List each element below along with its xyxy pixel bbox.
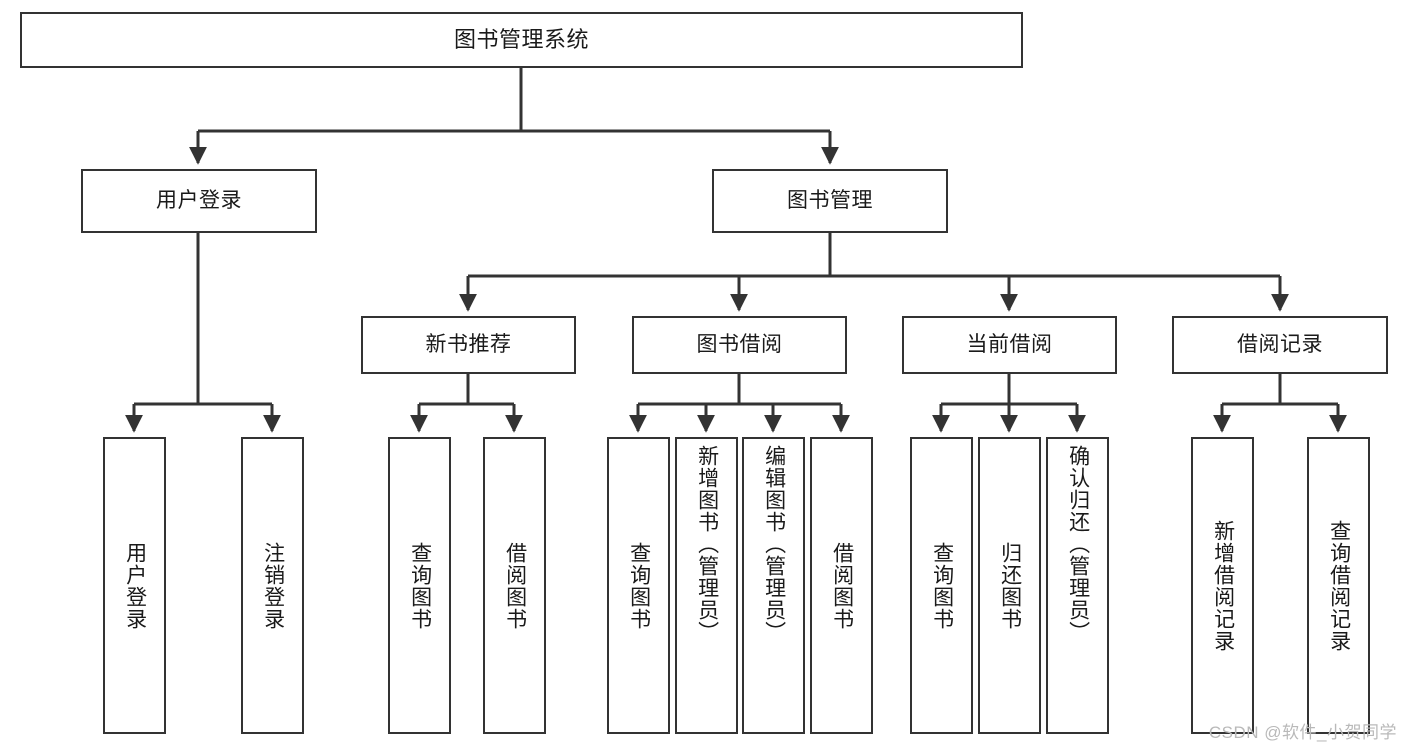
node-label: 归还图书	[998, 541, 1022, 630]
node-new-book-recommend[interactable]: 新书推荐	[361, 316, 576, 374]
node-label: 查询图书	[627, 541, 651, 630]
csdn-watermark: CSDN @软件_小贺同学	[1208, 723, 1397, 742]
node-label: 注销登录	[261, 541, 285, 630]
node-label: 借阅图书	[503, 541, 527, 630]
leaf-confirm-return-admin[interactable]: 确认归还（管理员）	[1046, 437, 1109, 734]
node-book-borrow[interactable]: 图书借阅	[632, 316, 847, 374]
leaf-borrow-book-borrow[interactable]: 借阅图书	[810, 437, 873, 734]
leaf-query-book-new-recommend[interactable]: 查询图书	[388, 437, 451, 734]
node-label: 当前借阅	[966, 332, 1053, 356]
node-label: 确认归还（管理员）	[1066, 445, 1090, 643]
node-label: 查询借阅记录	[1327, 519, 1351, 652]
node-label: 图书管理系统	[453, 27, 589, 53]
node-label: 新增借阅记录	[1211, 519, 1235, 652]
node-label: 用户登录	[156, 188, 242, 212]
leaf-add-borrow-record[interactable]: 新增借阅记录	[1191, 437, 1254, 734]
leaf-edit-book-admin[interactable]: 编辑图书（管理员）	[742, 437, 805, 734]
node-label: 编辑图书（管理员）	[762, 445, 786, 643]
node-borrow-record[interactable]: 借阅记录	[1172, 316, 1388, 374]
node-label: 借阅记录	[1237, 332, 1323, 356]
node-label: 用户登录	[123, 541, 147, 630]
node-label: 查询图书	[408, 541, 432, 630]
node-label: 新书推荐	[425, 332, 512, 356]
node-book-management[interactable]: 图书管理	[712, 169, 948, 233]
leaf-add-book-admin[interactable]: 新增图书（管理员）	[675, 437, 738, 734]
node-label: 查询图书	[930, 541, 954, 630]
node-root-book-management-system[interactable]: 图书管理系统	[20, 12, 1023, 68]
node-user-login[interactable]: 用户登录	[81, 169, 317, 233]
node-label: 新增图书（管理员）	[695, 445, 719, 643]
leaf-return-book[interactable]: 归还图书	[978, 437, 1041, 734]
node-label: 借阅图书	[830, 541, 854, 630]
leaf-query-book-current[interactable]: 查询图书	[910, 437, 973, 734]
leaf-query-borrow-record[interactable]: 查询借阅记录	[1307, 437, 1370, 734]
node-current-borrow[interactable]: 当前借阅	[902, 316, 1117, 374]
leaf-borrow-book-new-recommend[interactable]: 借阅图书	[483, 437, 546, 734]
node-label: 图书管理	[787, 188, 873, 212]
leaf-user-login[interactable]: 用户登录	[103, 437, 166, 734]
leaf-logout-login[interactable]: 注销登录	[241, 437, 304, 734]
leaf-query-book-borrow[interactable]: 查询图书	[607, 437, 670, 734]
node-label: 图书借阅	[696, 332, 783, 356]
